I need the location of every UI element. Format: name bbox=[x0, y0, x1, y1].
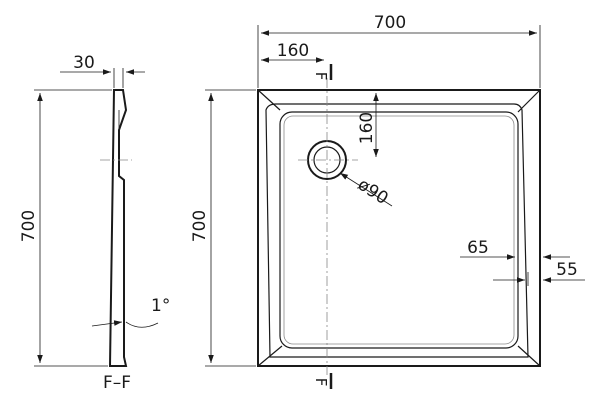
drain-diameter-label: ø90 bbox=[354, 175, 392, 209]
section-profile bbox=[108, 89, 128, 367]
overall-width-label: 700 bbox=[374, 13, 406, 33]
drain-offset-x-dimension: 160 bbox=[261, 41, 324, 63]
section-height-dimension: 700 bbox=[19, 89, 112, 367]
section-height-label: 700 bbox=[19, 210, 39, 242]
slope-label: 1° bbox=[151, 296, 170, 316]
cut-mark-bottom: F bbox=[312, 378, 330, 387]
rim-outer-dimension: 55 bbox=[493, 260, 585, 286]
tray-outer-edge bbox=[257, 89, 541, 367]
slope-annotation: 1° bbox=[91, 296, 170, 328]
rim-outer-label: 55 bbox=[556, 260, 578, 280]
side-height-dimension: 700 bbox=[190, 89, 256, 367]
section-name: F–F bbox=[103, 373, 131, 393]
drain-diameter-annotation: ø90 bbox=[339, 172, 393, 209]
cut-mark-top: F bbox=[312, 72, 330, 81]
section-view: 700 30 1° F–F bbox=[19, 53, 170, 393]
tray-rim bbox=[265, 103, 529, 358]
rim-inner-label: 65 bbox=[467, 238, 489, 258]
drain-offset-y-label: 160 bbox=[357, 112, 377, 144]
section-thickness-dimension: 30 bbox=[60, 53, 145, 88]
drain-offset-y-dimension: 160 bbox=[357, 93, 379, 157]
overall-width-dimension: 700 bbox=[257, 13, 541, 88]
tray-basin bbox=[279, 111, 519, 349]
plan-view: F F 700 160 160 ø90 700 bbox=[190, 13, 585, 389]
side-height-label: 700 bbox=[190, 210, 210, 242]
drain-offset-x-label: 160 bbox=[277, 41, 309, 61]
section-thickness-label: 30 bbox=[73, 53, 95, 73]
rim-inner-dimension: 65 bbox=[460, 238, 570, 264]
